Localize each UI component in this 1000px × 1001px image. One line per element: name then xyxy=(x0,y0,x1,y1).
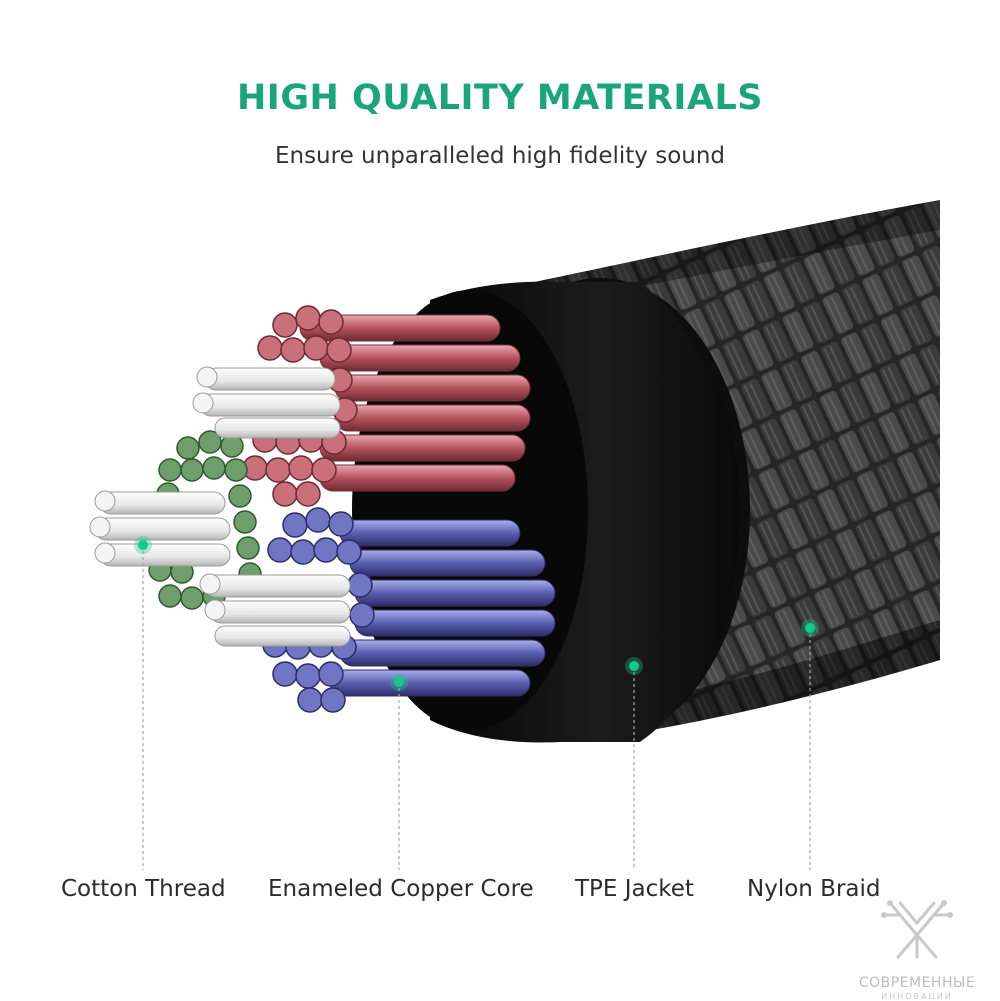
watermark-tagline: ИННОВАЦИИ xyxy=(881,992,953,1001)
watermark-logo-icon xyxy=(881,900,953,959)
braid-marker xyxy=(805,623,815,633)
nylon-braid-label: Nylon Braid xyxy=(747,876,881,902)
tpe-jacket-label: TPE Jacket xyxy=(575,876,694,902)
jacket-marker xyxy=(629,661,639,671)
watermark-brand: СОВРЕМЕННЫЕ xyxy=(858,975,976,991)
cotton-thread xyxy=(89,366,351,647)
watermark: СОВРЕМЕННЫЕ ИННОВАЦИИ xyxy=(838,895,996,1001)
copper-marker xyxy=(394,677,404,687)
page-title: HIGH QUALITY MATERIALS xyxy=(237,78,763,118)
cotton-thread-label: Cotton Thread xyxy=(61,876,226,902)
green-copper-bundle xyxy=(148,430,262,610)
copper-core-label: Enameled Copper Core xyxy=(268,876,534,902)
cotton-marker xyxy=(138,540,148,550)
page-subtitle: Ensure unparalleled high fidelity sound xyxy=(274,143,726,169)
